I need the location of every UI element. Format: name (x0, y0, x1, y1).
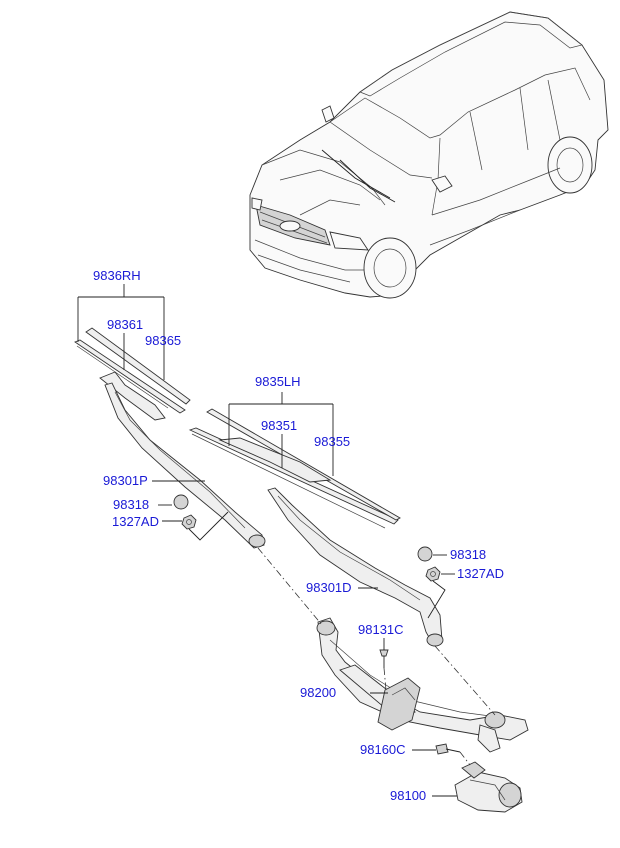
label-98351[interactable]: 98351 (261, 418, 297, 433)
wiper-motor[interactable] (454, 761, 523, 813)
leader-9835lh (228, 392, 334, 476)
label-98361[interactable]: 98361 (107, 317, 143, 332)
cap-98318-b[interactable] (417, 546, 433, 562)
assembly-lines (188, 511, 496, 766)
leader-9836rh (77, 284, 165, 380)
label-98200[interactable]: 98200 (300, 685, 336, 700)
wiper-linkage[interactable] (316, 617, 529, 753)
label-9836rh[interactable]: 9836RH (93, 268, 141, 283)
wiper-blade-lh[interactable] (188, 408, 401, 529)
label-1327ad-b[interactable]: 1327AD (457, 566, 504, 581)
label-98160c[interactable]: 98160C (360, 742, 406, 757)
label-9835lh[interactable]: 9835LH (255, 374, 301, 389)
wiper-blade-rh[interactable] (74, 327, 191, 421)
label-98301p[interactable]: 98301P (103, 473, 148, 488)
nut-1327ad-a[interactable] (181, 514, 197, 530)
label-1327ad-a[interactable]: 1327AD (112, 514, 159, 529)
label-98318-b[interactable]: 98318 (450, 547, 486, 562)
label-98365[interactable]: 98365 (145, 333, 181, 348)
label-98301d[interactable]: 98301D (306, 580, 352, 595)
bolt-98131c[interactable] (379, 649, 389, 668)
part-labels: 9836RH 98361 98365 9835LH 98351 98355 98… (93, 268, 504, 803)
label-98318-a[interactable]: 98318 (113, 497, 149, 512)
label-98100[interactable]: 98100 (390, 788, 426, 803)
cap-98318-a[interactable] (173, 494, 189, 510)
nut-1327ad-b[interactable] (425, 566, 441, 582)
label-98355[interactable]: 98355 (314, 434, 350, 449)
leader-lines (152, 480, 457, 797)
wiper-arm-rh[interactable] (104, 382, 266, 549)
vehicle-illustration (249, 11, 609, 299)
bolt-98160c[interactable] (435, 743, 461, 755)
wiper-arm-lh[interactable] (267, 487, 444, 647)
label-98131c[interactable]: 98131C (358, 622, 404, 637)
